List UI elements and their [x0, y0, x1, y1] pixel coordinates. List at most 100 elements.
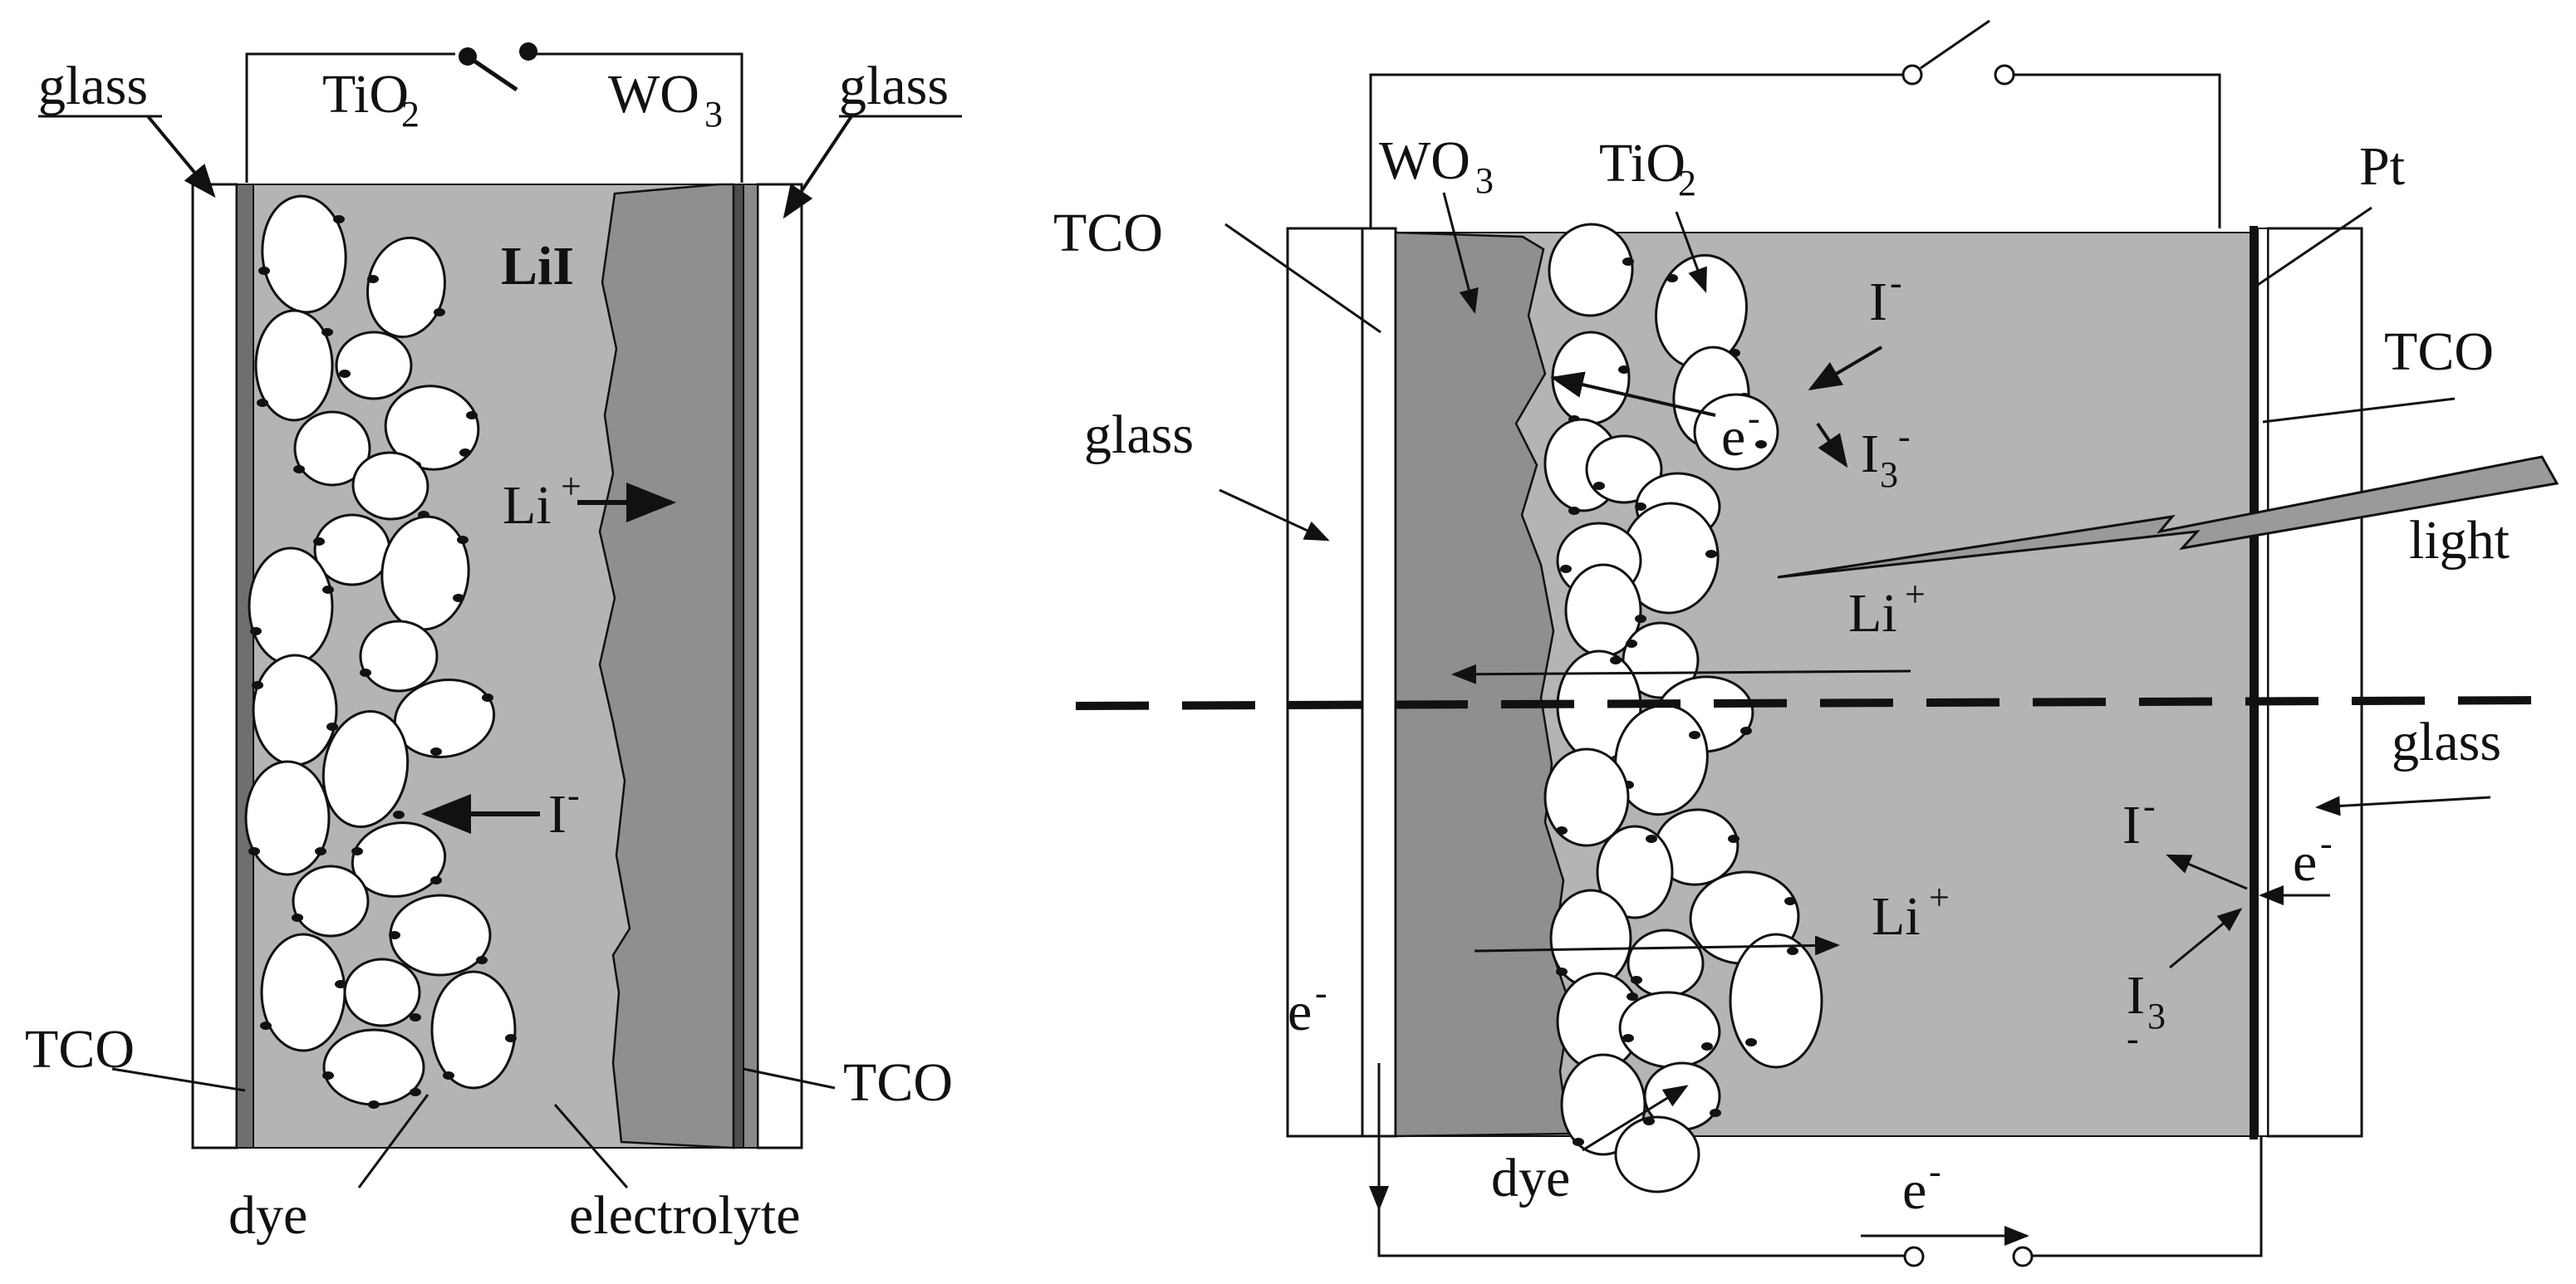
dye-molecule	[476, 956, 488, 964]
dye-molecule	[1643, 1117, 1655, 1125]
tco-strip-right-inner	[743, 184, 758, 1149]
svg-text:Li: Li	[1872, 886, 1921, 947]
svg-text:-: -	[567, 775, 580, 816]
svg-text:e: e	[1902, 1160, 1926, 1221]
label-li-plus-left: Li +	[503, 466, 581, 536]
tio2-particles-left	[244, 194, 517, 1109]
tio2-particle	[1548, 223, 1634, 317]
dashed-separator	[1075, 696, 2564, 710]
svg-text:e: e	[1288, 982, 1312, 1042]
tio2-particle	[343, 958, 421, 1027]
pointer-wo3	[1442, 192, 1479, 314]
dye-molecule	[260, 1022, 272, 1030]
right-switch-top[interactable]	[1901, 19, 2015, 86]
dye-molecule	[322, 586, 334, 594]
dye-molecule	[248, 847, 260, 855]
dye-molecule	[252, 681, 263, 689]
dye-molecule	[1787, 947, 1798, 955]
dye-molecule	[466, 411, 478, 419]
pointer-glass-left	[1219, 488, 1330, 542]
svg-text:WO: WO	[1379, 130, 1470, 191]
dye-molecule	[410, 1088, 421, 1096]
svg-text:3: 3	[704, 94, 723, 135]
svg-text:e: e	[2293, 832, 2317, 893]
tio2-particle	[1729, 933, 1823, 1069]
tio2-particle	[321, 710, 410, 828]
dye-molecule	[257, 399, 268, 407]
dye-molecule	[1610, 656, 1622, 664]
left-circuit-wire-right	[532, 52, 743, 183]
pointer-glass-left	[146, 115, 216, 198]
dye-molecule	[1593, 482, 1605, 490]
tio2-particle	[1585, 434, 1663, 504]
dye-molecule	[1784, 897, 1796, 905]
label-dye-left: dye	[228, 1185, 307, 1246]
label-light: light	[2409, 510, 2510, 571]
dye-molecule	[1705, 550, 1717, 558]
tio2-particle	[252, 654, 338, 767]
glass-plate-left	[191, 183, 238, 1149]
arrow-i3-minus-top	[1816, 422, 1848, 468]
dye-molecule	[430, 876, 442, 885]
dye-molecule	[360, 669, 371, 677]
label-wo3-left: WO 3	[608, 64, 723, 135]
label-tco-right-diagram-left: TCO	[1053, 203, 1163, 263]
dye-molecule	[410, 1013, 421, 1022]
tio2-particle	[260, 933, 346, 1052]
dye-molecule	[313, 537, 325, 546]
switch-contact-right	[519, 42, 537, 61]
label-tio2-left: TiO 2	[322, 64, 420, 135]
light-beam-arrow	[1777, 455, 2559, 579]
dye-molecule	[258, 267, 270, 275]
label-lii: LiI	[501, 236, 574, 296]
tio2-particle	[292, 865, 370, 938]
dye-molecule	[1635, 615, 1646, 623]
dye-molecule	[1560, 565, 1572, 573]
svg-text:2: 2	[401, 94, 420, 135]
tio2-particle	[1596, 825, 1674, 919]
left-circuit-wire	[245, 52, 455, 183]
tio2-particle	[359, 620, 439, 693]
dye-molecule	[326, 723, 338, 731]
arrow-i3-minus-bottom	[2169, 908, 2243, 969]
svg-text:-: -	[1890, 262, 1902, 303]
right-circuit-top-right	[2014, 73, 2221, 228]
label-glass-right: glass	[839, 56, 949, 116]
pointer-pt	[2255, 206, 2372, 288]
glass-plate-right	[756, 183, 803, 1149]
dye-molecule	[1622, 1034, 1634, 1042]
dye-molecule	[367, 275, 379, 283]
tio2-particle	[244, 760, 331, 876]
svg-text:3: 3	[1475, 160, 1494, 201]
dye-molecule	[1556, 968, 1568, 976]
dye-molecule	[1626, 640, 1637, 648]
svg-text:TiO: TiO	[1599, 133, 1685, 194]
dye-molecule	[1556, 826, 1568, 835]
glass-plate-right	[2266, 227, 2363, 1138]
dye-molecule	[389, 931, 400, 939]
label-tco-right: TCO	[2384, 321, 2494, 382]
dye-molecule	[293, 465, 305, 473]
label-li-plus-top: Li +	[1848, 574, 1926, 644]
arrow-li-plus-top	[1451, 664, 1911, 684]
left-cell-diagram: glass glass TiO 2 WO 3 LiI Li + I - TCO …	[25, 42, 962, 1246]
tco-strip-right	[733, 184, 744, 1149]
tco-strip-left	[236, 184, 254, 1149]
label-dye-right: dye	[1491, 1148, 1570, 1208]
svg-text:+: +	[1929, 877, 1950, 918]
pointer-dye-left	[357, 1094, 429, 1188]
switch-lever	[466, 54, 518, 92]
svg-text:I: I	[1861, 424, 1879, 484]
arrow-i-minus-top	[1808, 346, 1883, 391]
tio2-particle	[261, 194, 347, 314]
tio2-particle	[384, 385, 480, 471]
left-switch[interactable]	[459, 42, 537, 92]
switch-contact-left	[1901, 64, 1923, 86]
label-e-minus-left: e -	[1288, 973, 1327, 1042]
label-electrolyte: electrolyte	[569, 1185, 801, 1246]
dye-molecule	[1573, 1138, 1584, 1146]
dye-molecule	[453, 594, 464, 602]
right-switch-bottom[interactable]	[1903, 1246, 2034, 1267]
dye-molecule	[457, 536, 469, 544]
label-e-minus-top: e -	[1721, 398, 1760, 468]
